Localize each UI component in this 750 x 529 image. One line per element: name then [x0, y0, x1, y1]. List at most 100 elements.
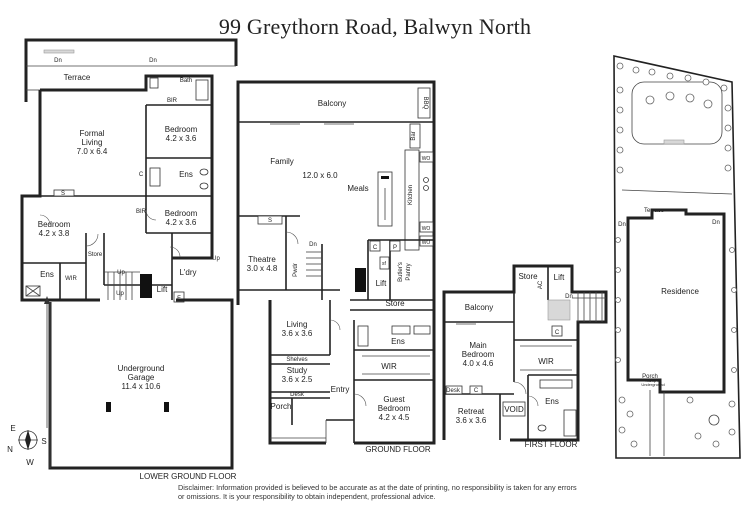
- floor-label-ground: GROUND FLOOR: [365, 445, 431, 454]
- up-steps-label: Up: [116, 291, 124, 297]
- living-label: Living: [287, 320, 308, 329]
- compass-west: W: [26, 458, 34, 467]
- main-bedroom-label: Bedroom: [462, 350, 495, 359]
- compass: N E S W: [7, 424, 47, 467]
- desk-label: Desk: [446, 388, 461, 394]
- terrace-label: Terrace: [64, 73, 91, 82]
- guest-bedroom-label: Bedroom: [378, 404, 411, 413]
- up-steps-label: Up: [212, 256, 220, 262]
- bath-label: Bath: [180, 78, 192, 84]
- kitchen-label: Kitchen: [408, 185, 414, 205]
- ramp-label: Underground: [641, 382, 664, 387]
- theatre-label: Theatre: [248, 255, 276, 264]
- first-floor-plan: Store AC Lift Dn C Balcony Main Bedroom …: [442, 264, 608, 449]
- guest-bedroom-dimensions: 4.2 x 4.5: [379, 413, 410, 422]
- stairs: [306, 251, 322, 277]
- stairs: [572, 292, 606, 322]
- lift-label: Lift: [554, 273, 565, 282]
- cupboard-label: C: [373, 245, 378, 251]
- meals-label: Meals: [347, 184, 368, 193]
- butlers-pantry-label: Butler's: [398, 262, 404, 282]
- balcony-label: Balcony: [465, 303, 493, 312]
- bedroom-dimensions: 4.2 x 3.6: [166, 218, 197, 227]
- retreat-dimensions: 3.6 x 3.6: [456, 416, 487, 425]
- site-trees: [615, 62, 737, 448]
- ensuite-label: Ens: [545, 397, 559, 406]
- down-steps-label: Dn: [712, 220, 720, 226]
- garage-dimensions: 11.4 x 10.6: [122, 382, 162, 391]
- desk-label: Desk: [290, 392, 305, 398]
- down-steps-label: Dn: [149, 58, 157, 64]
- bar-label: Bar: [411, 131, 417, 140]
- entry-label: Entry: [331, 385, 350, 394]
- residence-label: Residence: [661, 287, 699, 296]
- laundry-label: L'dry: [179, 268, 196, 277]
- sf-label: sf: [382, 261, 387, 267]
- compass-north: N: [7, 445, 13, 454]
- ensuite-label: Ens: [40, 270, 54, 279]
- terrace-label: Terrace: [644, 208, 665, 214]
- bir-label: BIR: [167, 98, 178, 104]
- site-plan: Residence Terrace Porch Dn Dn Ramp to Un…: [613, 55, 741, 459]
- pantry-p-label: P: [393, 245, 397, 251]
- cupboard-label: C: [555, 330, 560, 336]
- air-conditioner-label: AC: [538, 280, 544, 289]
- balcony-label: Balcony: [318, 99, 346, 108]
- store-label: Store: [385, 299, 405, 308]
- formal-living-label: Living: [82, 138, 103, 147]
- ramp-label: Ramp to: [645, 378, 661, 383]
- porch-label: Porch: [642, 374, 658, 380]
- family-dimensions: 12.0 x 6.0: [302, 171, 338, 180]
- shelf-label: S: [268, 218, 272, 224]
- compass-south: S: [41, 437, 46, 446]
- property-address-title: 99 Greythorn Road, Balwyn North: [218, 14, 532, 39]
- formal-living-label: Formal: [80, 129, 105, 138]
- family-label: Family: [270, 157, 294, 166]
- main-bedroom-dimensions: 4.0 x 4.6: [463, 359, 494, 368]
- bedroom-label: Bedroom: [165, 209, 198, 218]
- void-label: VOID: [504, 405, 524, 414]
- cupboard-label: C: [139, 172, 144, 178]
- lift-label: Lift: [376, 279, 387, 288]
- study-dimensions: 3.6 x 2.5: [282, 375, 313, 384]
- wall-oven-label: WO: [422, 226, 431, 232]
- floor-label-first: FIRST FLOOR: [525, 440, 578, 449]
- theatre-dimensions: 3.0 x 4.8: [247, 264, 278, 273]
- guest-bedroom-label: Guest: [383, 395, 405, 404]
- store-label: Store: [518, 272, 538, 281]
- retreat-label: Retreat: [458, 407, 485, 416]
- powder-room-label: Pwdr: [293, 263, 299, 277]
- store-label: Store: [88, 252, 103, 258]
- bedroom-label: Bedroom: [38, 220, 71, 229]
- lift-label: Lift: [157, 285, 168, 294]
- wall-oven-label: WO: [422, 156, 431, 162]
- down-steps-label: Dn: [565, 294, 573, 300]
- disclaimer-text: Disclaimer: Information provided is beli…: [178, 483, 577, 502]
- compass-east: E: [10, 424, 15, 433]
- porch-label: Porch: [271, 402, 292, 411]
- wir-label: WIR: [65, 276, 77, 282]
- wall-oven-label: WO: [422, 240, 431, 246]
- ensuite-label: Ens: [179, 170, 193, 179]
- lower-ground-floor-plan: Terrace Dn Dn Lift F: [7, 38, 238, 481]
- up-steps-label: Up: [117, 270, 125, 276]
- ensuite-label: Ens: [391, 337, 405, 346]
- cupboard-label: C: [474, 388, 479, 394]
- floor-label-lower-ground: LOWER GROUND FLOOR: [140, 472, 237, 481]
- shelf-label: S: [61, 191, 65, 197]
- study-label: Study: [287, 366, 307, 375]
- bbq-label: BBQ: [422, 97, 428, 110]
- bedroom-label: Bedroom: [165, 125, 198, 134]
- bedroom-dimensions: 4.2 x 3.6: [166, 134, 197, 143]
- down-steps-label: Dn: [54, 58, 62, 64]
- down-steps-label: Dn: [309, 242, 317, 248]
- stairs: [104, 271, 140, 300]
- bedroom-dimensions: 4.2 x 3.8: [39, 229, 70, 238]
- garage-label: Underground: [118, 364, 165, 373]
- main-bedroom-label: Main: [469, 341, 486, 350]
- wir-label: WIR: [381, 362, 397, 371]
- shelves-label: Shelves: [286, 357, 307, 363]
- wir-label: WIR: [538, 357, 554, 366]
- bir-label: BIR: [136, 209, 147, 215]
